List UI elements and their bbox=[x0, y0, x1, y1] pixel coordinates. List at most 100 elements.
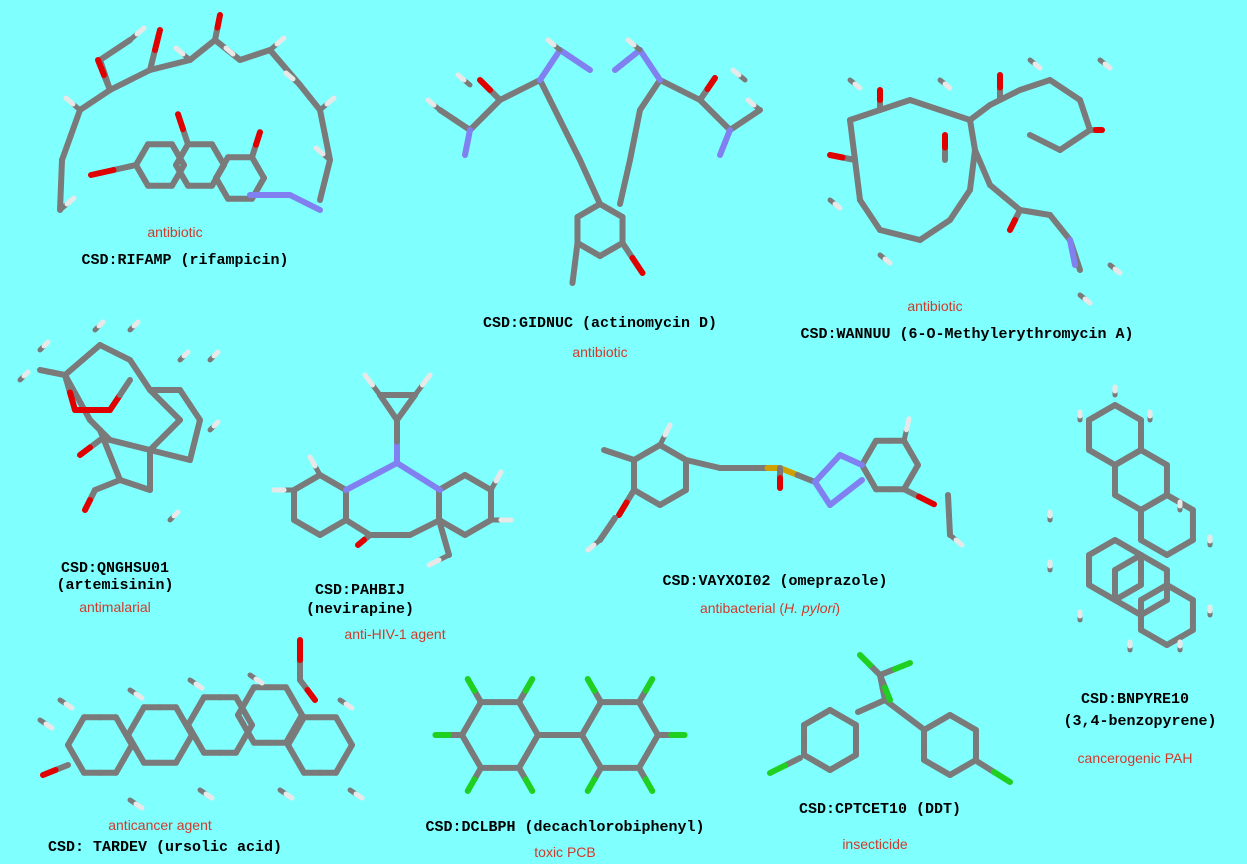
bond bbox=[68, 107, 83, 138]
ddt-activity: insecticide bbox=[842, 836, 908, 852]
bond bbox=[579, 732, 595, 755]
artemisinin-structure bbox=[17, 319, 221, 523]
bond bbox=[283, 70, 296, 82]
bond bbox=[537, 77, 553, 103]
bond bbox=[455, 72, 467, 83]
omeprazole-structure bbox=[585, 416, 965, 553]
bond bbox=[133, 691, 145, 701]
bond bbox=[727, 117, 748, 133]
omeprazole-label: CSD:VAYXOI02 (omeprazole) bbox=[662, 573, 888, 590]
bond bbox=[932, 217, 953, 233]
bond bbox=[21, 369, 31, 379]
bond bbox=[255, 164, 267, 181]
omeprazole-activity: antibacterial (H. pylori) bbox=[699, 600, 841, 616]
bond bbox=[302, 199, 323, 213]
bond bbox=[477, 77, 493, 93]
bond bbox=[1002, 194, 1023, 213]
bond bbox=[362, 372, 375, 388]
bond bbox=[147, 432, 168, 453]
bond bbox=[152, 27, 163, 53]
bond bbox=[95, 57, 107, 78]
bond bbox=[211, 419, 221, 429]
bond bbox=[767, 762, 788, 776]
bond bbox=[62, 357, 86, 378]
bond bbox=[343, 473, 375, 493]
bond bbox=[625, 37, 637, 48]
bond bbox=[882, 684, 893, 703]
bond bbox=[657, 77, 683, 93]
bond bbox=[547, 47, 563, 68]
bond bbox=[41, 339, 51, 349]
bond bbox=[67, 389, 78, 413]
bond bbox=[137, 372, 153, 393]
bond bbox=[704, 75, 718, 92]
bond bbox=[537, 62, 553, 83]
bond bbox=[827, 489, 849, 508]
bond bbox=[40, 767, 59, 778]
bond bbox=[92, 87, 113, 103]
bond bbox=[637, 92, 653, 113]
bond bbox=[636, 748, 652, 771]
bond bbox=[942, 81, 953, 91]
bond bbox=[283, 791, 295, 801]
actinomycin-activity: antibiotic bbox=[572, 344, 628, 360]
bond bbox=[636, 699, 652, 722]
methylerythromycin-structure bbox=[827, 57, 1123, 306]
artemisinin-name: (artemisinin) bbox=[56, 577, 174, 594]
bond bbox=[43, 721, 55, 731]
bond bbox=[1057, 137, 1078, 153]
bond bbox=[1102, 61, 1113, 71]
bond bbox=[107, 452, 123, 483]
bond bbox=[58, 157, 65, 188]
rifampicin-label: CSD:RIFAMP (rifampicin) bbox=[81, 252, 289, 269]
bond bbox=[945, 492, 952, 518]
bond bbox=[717, 139, 728, 158]
bond bbox=[464, 676, 478, 694]
bond bbox=[77, 97, 98, 113]
bond bbox=[677, 87, 703, 103]
bond bbox=[577, 157, 593, 185]
bond bbox=[947, 764, 966, 778]
bond bbox=[133, 801, 145, 811]
benzopyrene-name: (3,4-benzopyrene) bbox=[1063, 713, 1217, 730]
bond bbox=[904, 416, 912, 433]
bond bbox=[584, 676, 598, 694]
bond bbox=[82, 497, 93, 513]
bond bbox=[547, 97, 563, 123]
bond bbox=[567, 137, 583, 163]
bond bbox=[848, 457, 865, 468]
rifampicin-activity: antibiotic bbox=[147, 224, 203, 240]
bond bbox=[462, 139, 471, 158]
ddt-label: CSD:CPTCET10 (DDT) bbox=[798, 801, 962, 818]
bond bbox=[497, 87, 523, 103]
ddt-structure bbox=[767, 652, 1013, 785]
bond bbox=[175, 111, 186, 133]
bond bbox=[1032, 61, 1043, 71]
bond bbox=[629, 255, 646, 276]
bond bbox=[304, 687, 318, 703]
bond bbox=[173, 45, 186, 57]
bond bbox=[112, 37, 133, 53]
bond bbox=[991, 769, 1013, 785]
bond bbox=[712, 112, 733, 133]
bond bbox=[426, 557, 442, 568]
bond bbox=[147, 47, 158, 73]
bond bbox=[742, 107, 763, 123]
bond bbox=[917, 227, 938, 243]
bond bbox=[203, 791, 215, 801]
bond bbox=[97, 427, 113, 458]
bond bbox=[97, 47, 118, 63]
bond bbox=[322, 132, 333, 163]
bond bbox=[127, 357, 143, 378]
bond bbox=[353, 791, 365, 801]
bond bbox=[617, 179, 628, 207]
bond bbox=[214, 12, 223, 31]
bond bbox=[324, 95, 337, 107]
bond bbox=[88, 167, 117, 178]
bond bbox=[134, 25, 147, 37]
actinomycin-structure bbox=[425, 37, 763, 286]
bond bbox=[627, 132, 638, 163]
bond bbox=[857, 197, 873, 218]
bond bbox=[900, 711, 925, 731]
bond bbox=[64, 195, 77, 207]
